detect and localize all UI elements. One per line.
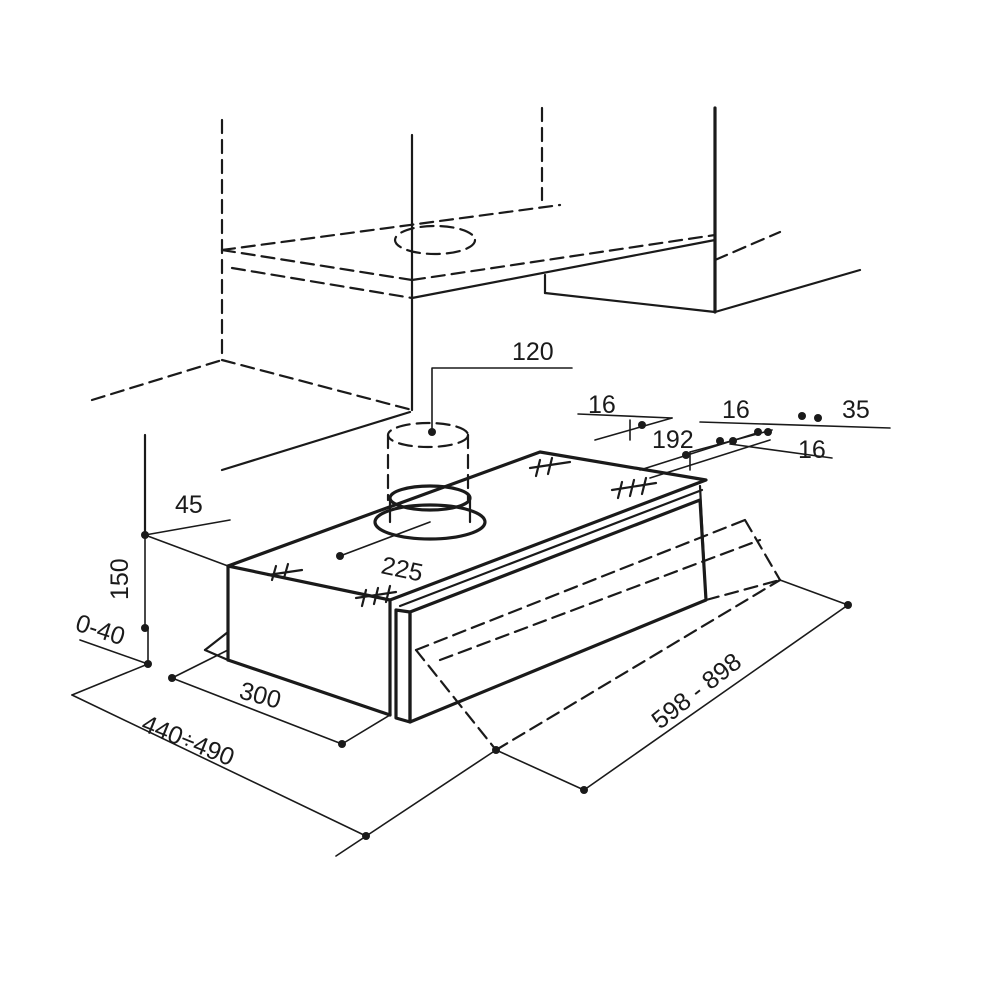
screw-mark-1: [266, 562, 304, 582]
hood-front-top-edge: [398, 488, 704, 608]
label-outlet-distance: 225: [379, 551, 426, 587]
label-depth-front: 45: [175, 491, 203, 519]
dim-dot-6: [764, 428, 772, 436]
dim-192: [594, 417, 673, 441]
dimension-labels: 120 16 192 16 35 16 45 150 0-40 225 300 …: [72, 338, 870, 772]
dim-300-ext: [171, 649, 229, 679]
label-duct-diameter: 120: [512, 338, 554, 366]
dimension-lines: [71, 367, 891, 857]
cabinet-floor-front: [220, 248, 414, 282]
label-bracket-spacing: 192: [652, 426, 694, 454]
wall-cabinet: [90, 106, 862, 537]
dim-598-ext-left: [495, 749, 585, 791]
leader-120: [431, 367, 573, 433]
duct-flange: [373, 503, 487, 541]
hood-front-lip: [394, 608, 412, 724]
dim-dot-5: [754, 428, 762, 436]
dim-440: [71, 694, 367, 837]
cabinet-floor-front-lower: [230, 266, 414, 300]
wall-floor-dashed: [220, 358, 414, 412]
dim-16-left: [577, 413, 673, 419]
hood-right-edge: [698, 484, 708, 602]
label-offset-top-mid: 16: [722, 396, 750, 424]
hood-top-face: [226, 450, 708, 602]
label-width: 598 - 898: [646, 648, 746, 735]
dim-dot-3: [716, 437, 724, 445]
duct-top-dashed: [386, 421, 470, 449]
ext-top: [414, 518, 747, 652]
ext-join: [704, 578, 782, 602]
cabinet-floor-right: [410, 233, 717, 282]
hood-body: [203, 450, 708, 724]
bracket-rail-2: [649, 439, 771, 479]
leader-120-dot: [428, 428, 436, 436]
extended-panel: [414, 518, 782, 752]
dim-598-dot-1: [844, 601, 852, 609]
dim-dot-2: [682, 451, 690, 459]
ext-right: [743, 518, 782, 582]
wall-back-dashed: [90, 358, 224, 402]
cabinet-floor-back: [220, 203, 562, 252]
label-wall-gap: 0-40: [72, 609, 128, 651]
ext-left: [414, 648, 498, 752]
cabinet-side-bottom: [543, 291, 717, 314]
exhaust-duct: [373, 421, 487, 541]
wall-floor-line: [220, 410, 412, 472]
dim-dot-8: [814, 414, 822, 422]
dim-300: [171, 677, 343, 745]
screw-mark-4: [610, 476, 658, 500]
dim-440-dot: [362, 832, 370, 840]
dim-45-top: [144, 534, 229, 567]
label-offset-top-right: 35: [842, 396, 870, 424]
dim-225-dot: [336, 552, 344, 560]
label-depth-extended: 440÷490: [138, 710, 239, 772]
label-height: 150: [106, 558, 134, 600]
dim-440-ext-right: [335, 749, 497, 857]
dim-0-40: [79, 639, 149, 665]
dim-300-dot-2: [338, 740, 346, 748]
dim-300-ext-2: [341, 714, 391, 745]
dim-dot-4: [729, 437, 737, 445]
label-depth: 300: [236, 677, 284, 715]
hood-back-foot: [203, 630, 230, 652]
dim-150-dot: [141, 624, 149, 632]
dim-300-dot-1: [168, 674, 176, 682]
dim-16-right: [729, 443, 833, 459]
dim-dot-1: [638, 421, 646, 429]
dim-598-ext-right: [779, 579, 849, 606]
dim-225: [339, 521, 431, 557]
dim-45-leader: [144, 519, 231, 536]
cabinet-side-right: [713, 268, 862, 314]
screw-mark-2: [354, 584, 398, 608]
ext-bottom: [494, 578, 782, 752]
dim-598: [583, 604, 849, 791]
label-offset-top-left: 16: [588, 391, 616, 419]
cabinet-floor-right-solid: [410, 238, 717, 300]
cabinet-duct-hole: [393, 224, 477, 256]
dim-dot-7: [798, 412, 806, 420]
hood-bottom-edge: [226, 658, 392, 717]
screw-mark-3: [528, 456, 572, 478]
dim-440-ext-left: [71, 663, 149, 696]
hood-front-panel: [408, 498, 708, 724]
bracket-rail-1: [639, 431, 761, 471]
dim-598-dot-2: [580, 786, 588, 794]
dim-598-dot-3: [492, 746, 500, 754]
ext-mid: [438, 538, 762, 662]
label-offset-right-lower: 16: [798, 436, 826, 464]
dim-35: [699, 421, 891, 429]
cabinet-ext-dashed: [713, 230, 782, 262]
